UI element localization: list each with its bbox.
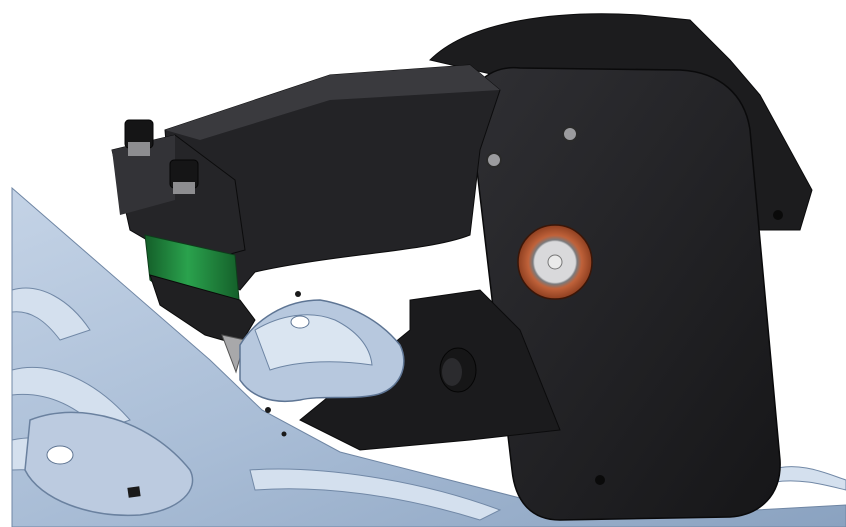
edge-hole-2: [281, 431, 287, 437]
square-hole: [127, 486, 141, 498]
formed-bracket-flange: [254, 314, 373, 371]
bracket-hole: [290, 315, 310, 329]
sheet-metal-part: [11, 186, 846, 527]
knob: [439, 347, 477, 393]
tool-head-block-face: [112, 135, 175, 215]
bottom-right-groove: [769, 466, 846, 491]
fitting-left: [124, 119, 154, 156]
screw-top-left: [486, 152, 502, 168]
raised-boss: [24, 411, 194, 517]
boss-hole: [46, 445, 74, 465]
tool-side-plate: [469, 66, 781, 521]
bracket-small-hole: [295, 291, 301, 297]
screw-top-right: [562, 126, 578, 142]
edge-hole-1: [265, 407, 271, 413]
screw-hole-right: [773, 210, 783, 220]
bottom-slot: [249, 468, 502, 521]
formed-bracket: [239, 291, 405, 402]
tool-lower-jaw: [299, 289, 561, 451]
tool-upper-arm-top: [165, 65, 500, 140]
embossed-rib-1: [11, 287, 91, 341]
screw-hole-bottom: [595, 475, 605, 485]
fitting-right: [169, 159, 199, 194]
clamp-tool: [111, 13, 813, 521]
bearing-center: [547, 254, 563, 270]
